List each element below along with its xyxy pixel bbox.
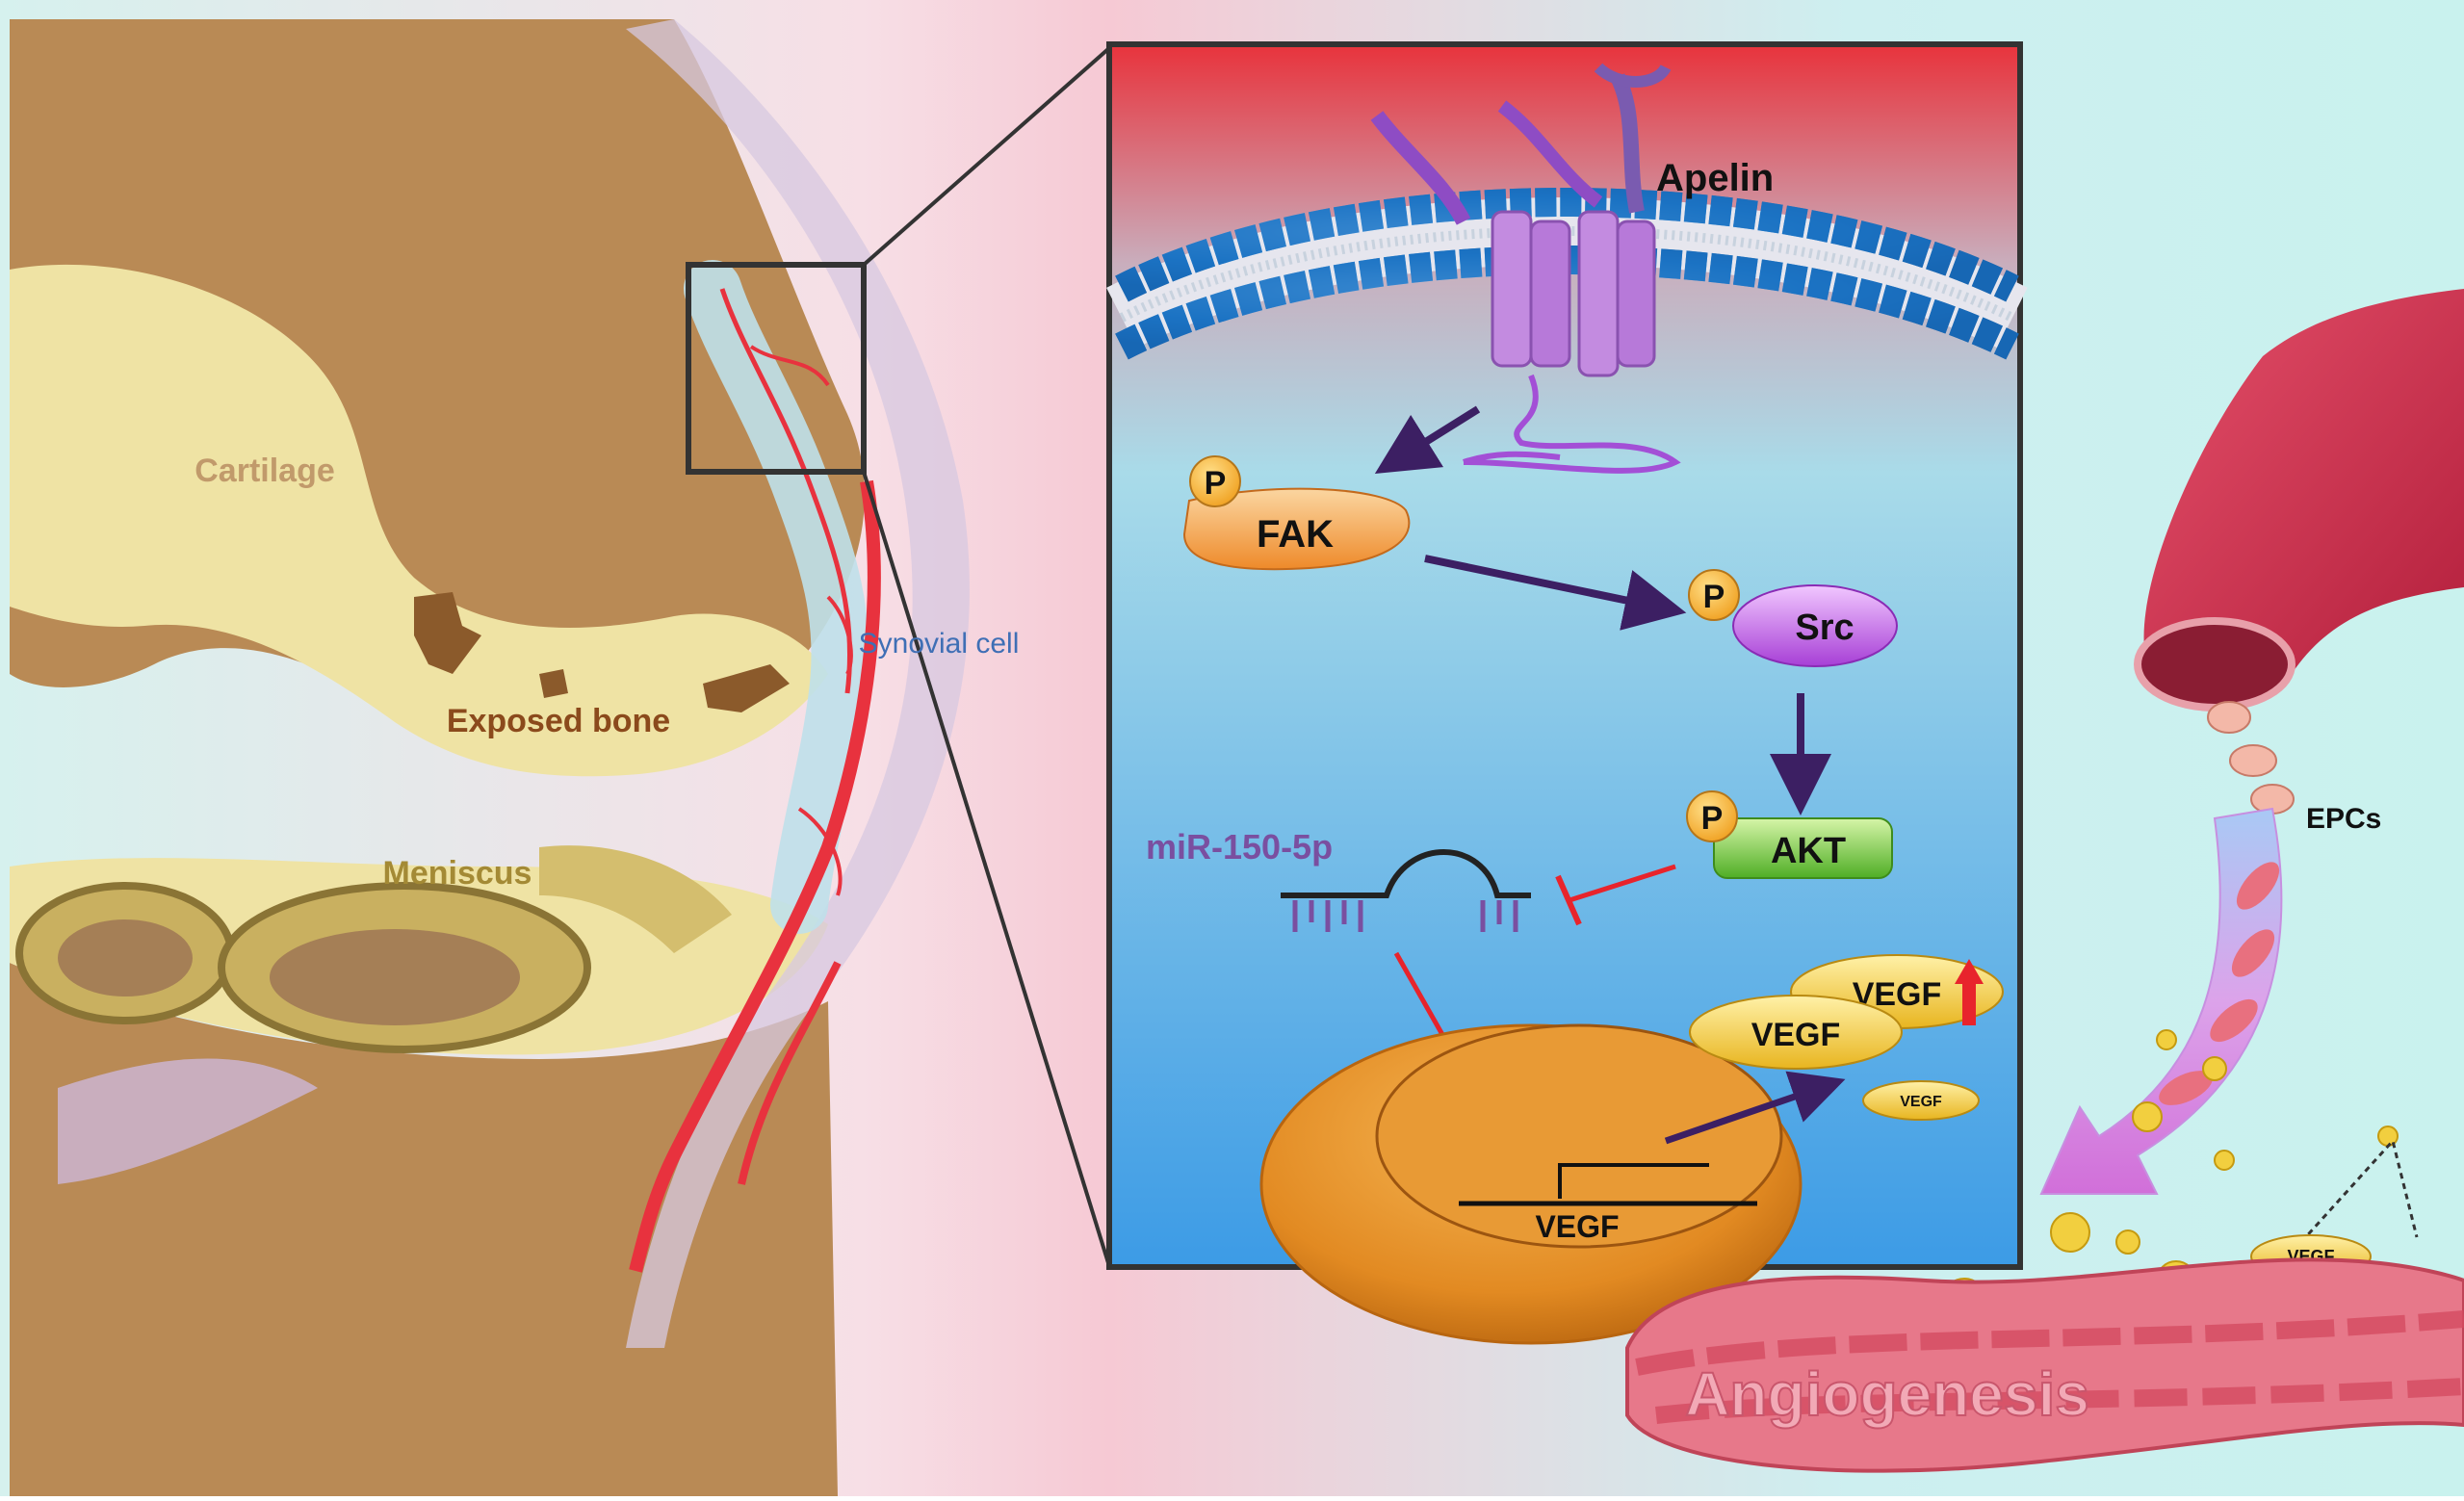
phospho-badge: [1688, 569, 1740, 621]
epcs-label: EPCs: [2306, 803, 2381, 835]
migration-arrow: [2039, 807, 2283, 1195]
phospho-label: P: [1703, 579, 1725, 615]
upregulation-arrow-icon: [1955, 959, 1984, 1025]
epc-cell: [2236, 862, 2280, 910]
vessel-lumen: [2134, 617, 2295, 712]
epc-cell: [2231, 929, 2275, 977]
arrow-receptor-to-fak: [1374, 405, 1481, 474]
phospho-label: P: [1701, 800, 1724, 837]
meniscus-rim: [539, 845, 732, 953]
vegf-gene-promoter: [1558, 1163, 1709, 1199]
nucleus: VEGF: [1259, 1023, 1803, 1345]
phospho-badge: [1686, 790, 1738, 842]
cartilage-label: Cartilage: [195, 453, 335, 489]
fak-node: P FAK: [1182, 455, 1411, 571]
vegf-gene-label: VEGF: [1535, 1209, 1619, 1244]
knee-joint: Cartilage Exposed bone Meniscus Synovial…: [10, 19, 1111, 1496]
epc-cell: [2207, 701, 2251, 734]
exposed-bone-label: Exposed bone: [447, 703, 670, 739]
mirna-label: miR-150-5p: [1146, 827, 1333, 867]
akt-label: AKT: [1771, 831, 1846, 871]
zoom-line-bottom: [862, 471, 1111, 1267]
epc-cell: [2210, 998, 2258, 1043]
phospho-badge: [1189, 455, 1241, 507]
angiogenesis-label: Angiogenesis: [1685, 1359, 2089, 1429]
src-label: Src: [1795, 608, 1854, 648]
inhibit-akt-mirna: [1555, 864, 1676, 926]
signaling-inset: Apelin P FAK P Src P AKT: [1106, 41, 2028, 1345]
ligament: [58, 1058, 318, 1184]
exposed-bone-patch: [414, 592, 481, 674]
fak-label: FAK: [1257, 513, 1334, 556]
meniscus-right-inner: [270, 929, 520, 1025]
vegf-label: VEGF: [1751, 1017, 1841, 1053]
mirna-hairpin: [1281, 849, 1531, 932]
epc-cell: [2159, 1071, 2213, 1105]
vegf-proteins: VEGF VEGF VEGF: [1689, 954, 2004, 1121]
joint-capsule: [626, 19, 970, 1348]
zoom-line-top: [862, 46, 1111, 267]
epc-cell: [2229, 744, 2277, 777]
src-node: P Src: [1688, 569, 1898, 667]
zoom-box: [686, 262, 867, 475]
exposed-bone-patch: [539, 669, 568, 698]
femur-cartilage: [10, 264, 828, 777]
synovial-tissue: [629, 260, 881, 1273]
exposed-bone-patch: [703, 664, 790, 712]
phospho-label: P: [1205, 465, 1227, 502]
vessel-area: EPCs VEGF: [1625, 289, 2464, 1473]
meniscus-label: Meniscus: [383, 855, 532, 892]
arrow-fak-to-src: [1424, 555, 1687, 631]
arrow-nucleus-to-vegf: [1664, 1071, 1846, 1145]
synovial-cell-label: Synovial cell: [859, 628, 1020, 660]
meniscus-left-inner: [58, 919, 193, 996]
blood-vessel: [2143, 289, 2464, 681]
vegf-label: VEGF: [1900, 1094, 1942, 1110]
akt-node: P AKT: [1686, 790, 1893, 879]
apelin-label: Apelin: [1656, 157, 1774, 199]
apelin-receptor: [1370, 63, 1681, 474]
new-vessel: [1625, 1257, 2464, 1473]
